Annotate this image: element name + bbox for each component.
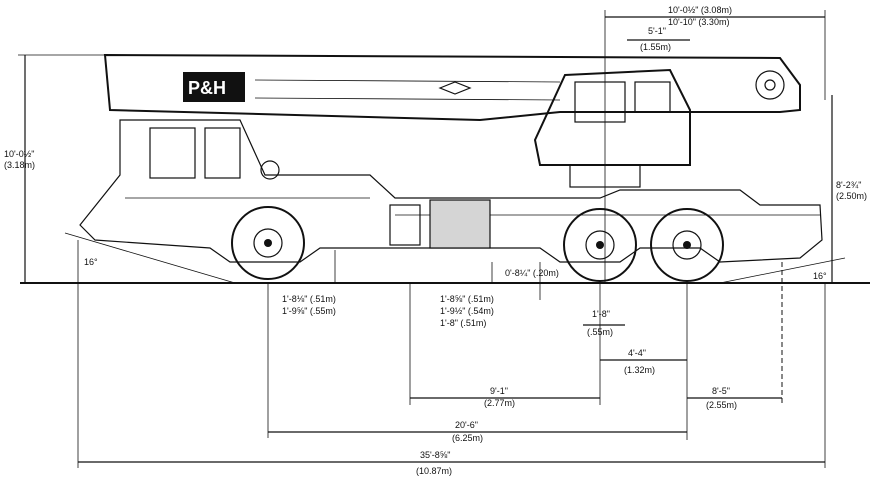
carrier-height-m: (2.50m) (836, 191, 867, 201)
wheelbase-m: (6.25m) (452, 433, 483, 443)
rear-overhang-ft: 8'-5" (712, 386, 730, 396)
mid-clearance-c: 1'-8" (.51m) (440, 318, 486, 328)
tail-swing-a: 10'-0½" (3.08m) (668, 5, 732, 15)
outrigger-box (429, 199, 491, 249)
front-clearance-b: 1'-9⅝" (.55m) (282, 306, 336, 316)
rear-wheel-2 (650, 208, 724, 282)
boom-logo-plate (183, 72, 245, 102)
outrigger-float (389, 204, 421, 246)
rear-overhang-m: (2.55m) (706, 400, 737, 410)
ground-clearance: 0'-8¼" (.20m) (505, 268, 559, 278)
carrier-cab (149, 127, 280, 180)
departure-angle: 16° (813, 271, 827, 281)
approach-angle: 16° (84, 257, 98, 267)
cab-offset-m: (1.55m) (640, 42, 671, 52)
rear-small-ft: 1'-8" (592, 309, 610, 319)
tandem-spacing-m: (1.32m) (624, 365, 655, 375)
rear-wheel-1 (563, 208, 637, 282)
front-wheel (231, 206, 305, 280)
upper-cab (533, 68, 691, 188)
overall-height-ft: 10'-0½" (4, 149, 34, 159)
overall-length-ft: 35'-8⅝" (420, 450, 450, 460)
approach-angle-line (64, 232, 236, 284)
mid-clearance-a: 1'-8⅝" (.51m) (440, 294, 494, 304)
tandem-spacing-ft: 4'-4" (628, 348, 646, 358)
tail-swing-b: 10'-10" (3.30m) (668, 17, 729, 27)
overall-length-m: (10.87m) (416, 466, 452, 476)
overall-height-m: (3.18m) (4, 160, 35, 170)
front-clearance-a: 1'-8⅛" (.51m) (282, 294, 336, 304)
wheelbase-ft: 20'-6" (455, 420, 478, 430)
boom-logo-text: P&H (188, 78, 226, 98)
front-to-rear-m: (2.77m) (484, 398, 515, 408)
front-to-rear-ft: 9'-1" (490, 386, 508, 396)
mid-clearance-b: 1'-9½" (.54m) (440, 306, 494, 316)
crane-boom: P&H (103, 53, 801, 122)
carrier-height-ft: 8'-2¾" (836, 180, 861, 190)
cab-offset-ft: 5'-1" (648, 26, 666, 36)
